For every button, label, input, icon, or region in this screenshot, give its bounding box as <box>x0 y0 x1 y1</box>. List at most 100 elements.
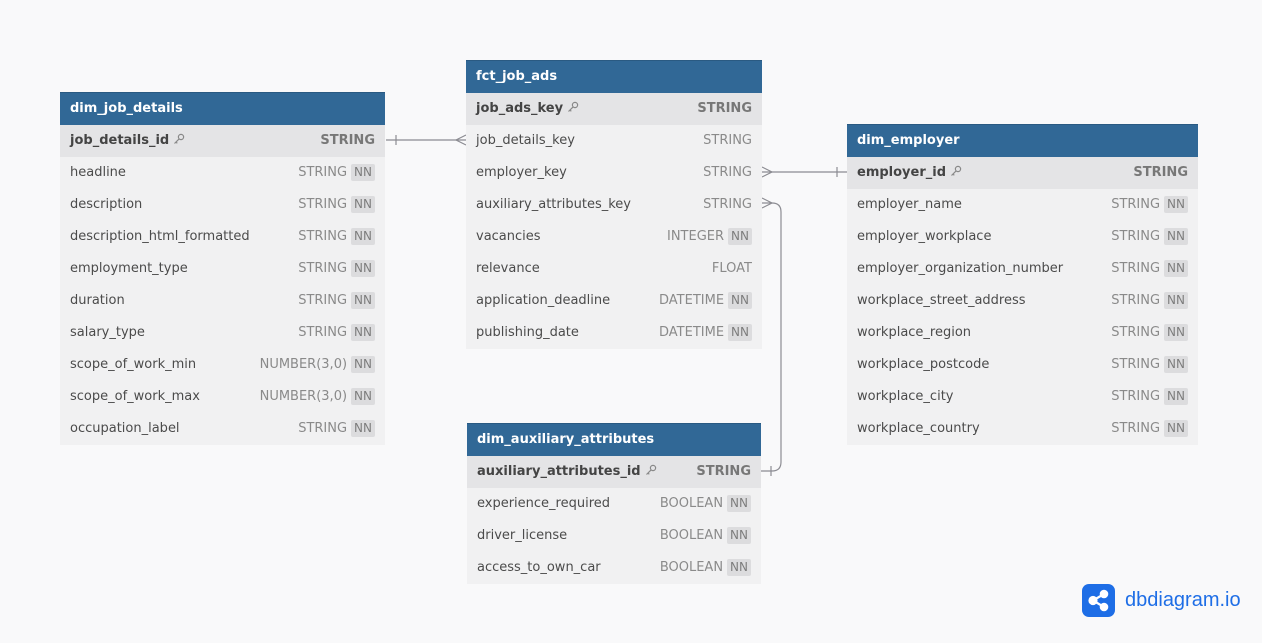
field-type-text: STRING <box>703 197 752 212</box>
field-name-text: scope_of_work_max <box>70 389 200 404</box>
field-row[interactable]: auxiliary_attributes_key STRING <box>466 189 762 221</box>
table-dim-auxiliary-attributes[interactable]: dim_auxiliary_attributes auxiliary_attri… <box>467 423 761 584</box>
not-null-badge: NN <box>351 228 375 245</box>
not-null-badge: NN <box>727 559 751 576</box>
field-type: STRING <box>703 157 752 189</box>
field-type-text: STRING <box>298 165 348 180</box>
not-null-badge: NN <box>1164 260 1188 277</box>
field-name: description_html_formatted <box>70 221 250 253</box>
field-name: duration <box>70 285 125 317</box>
field-row[interactable]: employer_key STRING <box>466 157 762 189</box>
not-null-badge: NN <box>1164 324 1188 341</box>
field-type-text: FLOAT <box>711 261 752 276</box>
field-type: FLOAT <box>712 253 752 285</box>
not-null-badge: NN <box>1164 292 1188 309</box>
field-type: STRING <box>697 93 752 125</box>
field-type-text: BOOLEAN <box>659 528 724 543</box>
table-header[interactable]: fct_job_ads <box>466 60 762 93</box>
field-type-text: STRING <box>1111 421 1161 436</box>
not-null-badge: NN <box>351 292 375 309</box>
field-name-text: vacancies <box>476 229 541 244</box>
field-name: workplace_street_address <box>857 285 1026 317</box>
share-nodes-icon <box>1082 584 1115 617</box>
field-type: STRING <box>703 189 752 221</box>
field-type-text: STRING <box>1111 357 1161 372</box>
field-type: NUMBER(3,0)NN <box>260 349 375 381</box>
not-null-badge: NN <box>351 196 375 213</box>
field-type-text: STRING <box>298 229 348 244</box>
field-type-text: STRING <box>1111 389 1161 404</box>
field-name-text: driver_license <box>477 528 568 543</box>
not-null-badge: NN <box>728 324 752 341</box>
not-null-badge: NN <box>351 420 375 437</box>
field-name-text: job_details_key <box>476 133 575 148</box>
field-type-text: STRING <box>298 197 348 212</box>
field-type-text: DATETIME <box>659 293 725 308</box>
field-name: workplace_city <box>857 381 953 413</box>
table-header[interactable]: dim_auxiliary_attributes <box>467 423 761 456</box>
field-type-text: INTEGER <box>667 229 725 244</box>
not-null-badge: NN <box>1164 420 1188 437</box>
field-name: auxiliary_attributes_key <box>476 189 631 221</box>
field-type-text: STRING <box>298 325 348 340</box>
field-name-text: description_html_formatted <box>70 229 250 244</box>
field-name: employer_organization_number <box>857 253 1063 285</box>
field-name-text: relevance <box>476 261 540 276</box>
field-name: occupation_label <box>70 413 180 445</box>
relationship-auxiliary <box>761 202 782 472</box>
field-name: employer_key <box>476 157 567 189</box>
table-header[interactable]: dim_employer <box>847 124 1198 157</box>
field-name: employer_name <box>857 189 962 221</box>
not-null-badge: NN <box>351 324 375 341</box>
field-type-text: STRING <box>320 133 375 148</box>
dbdiagram-brand[interactable]: dbdiagram.io <box>1082 584 1241 617</box>
field-type: STRING <box>320 125 375 157</box>
field-name-text: description <box>70 197 143 212</box>
table-header[interactable]: dim_job_details <box>60 92 385 125</box>
field-type-text: STRING <box>1111 197 1161 212</box>
field-type-text: STRING <box>298 421 348 436</box>
field-row[interactable]: relevance FLOAT <box>466 253 762 285</box>
field-name-text: duration <box>70 293 125 308</box>
